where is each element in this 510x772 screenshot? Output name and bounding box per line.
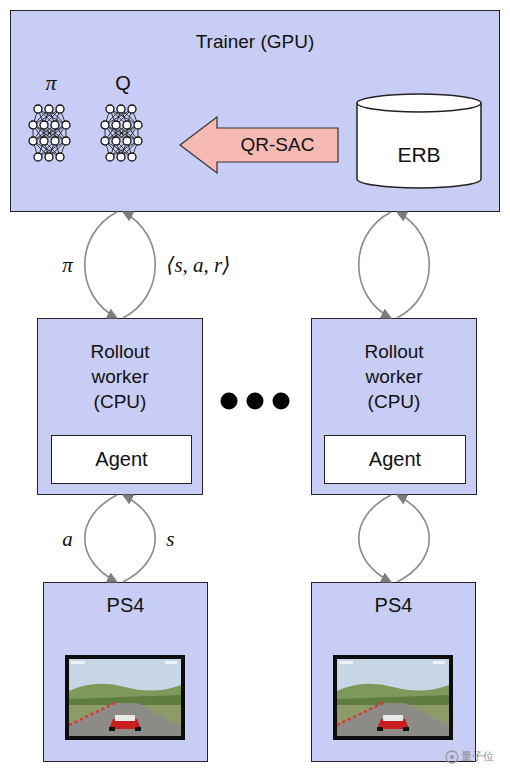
trainer-box: Trainer (GPU) πQ QR-SAC ERB — [10, 10, 500, 212]
loop-arrow — [397, 212, 429, 318]
q-network: Q — [98, 71, 148, 171]
box-title: Trainer (GPU) — [11, 11, 499, 54]
network-label: Q — [98, 71, 148, 95]
edge-label: s — [166, 527, 174, 551]
watermark-icon — [446, 751, 458, 763]
watermark-text: 量子位 — [461, 749, 494, 763]
box-title: PS4 — [44, 583, 207, 617]
loop-arrow — [397, 495, 429, 582]
loop-arrow — [85, 495, 117, 582]
box-title: Rollout worker (CPU) — [344, 339, 444, 414]
policy-network-icon — [29, 105, 70, 161]
console-box: PS4 — [43, 582, 208, 762]
loop-arrow — [359, 495, 391, 582]
agent-box: Agent — [324, 435, 466, 484]
ellipsis-dots — [221, 393, 290, 410]
edge-label: π — [62, 253, 73, 277]
console-box: PS4 — [311, 582, 476, 762]
loop-arrow — [359, 212, 391, 318]
edge-label: a — [62, 527, 73, 551]
agent-box: Agent — [51, 435, 192, 484]
block-arrow-outline — [180, 117, 338, 173]
algorithm-arrow: QR-SAC — [179, 116, 339, 174]
rollout-worker-box: Rollout worker (CPU) Agent — [311, 318, 477, 495]
cylinder-body — [357, 94, 481, 188]
q-network-icon — [101, 105, 142, 161]
loop-arrow — [123, 495, 155, 582]
cylinder-shape — [356, 93, 482, 189]
agent-label: Agent — [52, 436, 191, 482]
loop-arrow — [85, 212, 117, 318]
game-screenshot — [65, 655, 185, 740]
box-title: PS4 — [312, 583, 475, 617]
buffer-label: ERB — [356, 141, 482, 169]
game-screenshot — [333, 655, 453, 740]
policy-network: π — [26, 71, 76, 171]
algorithm-label: QR-SAC — [217, 116, 338, 174]
rollout-worker-box: Rollout worker (CPU) Agent — [37, 318, 203, 495]
edge-label: ⟨s, a, r⟩ — [166, 253, 230, 277]
box-title: Rollout worker (CPU) — [70, 339, 170, 414]
loop-arrow — [123, 212, 155, 318]
cylinder-rim — [357, 103, 481, 112]
network-label: π — [26, 71, 76, 95]
agent-label: Agent — [325, 436, 465, 482]
replay-buffer: ERB — [356, 93, 482, 189]
